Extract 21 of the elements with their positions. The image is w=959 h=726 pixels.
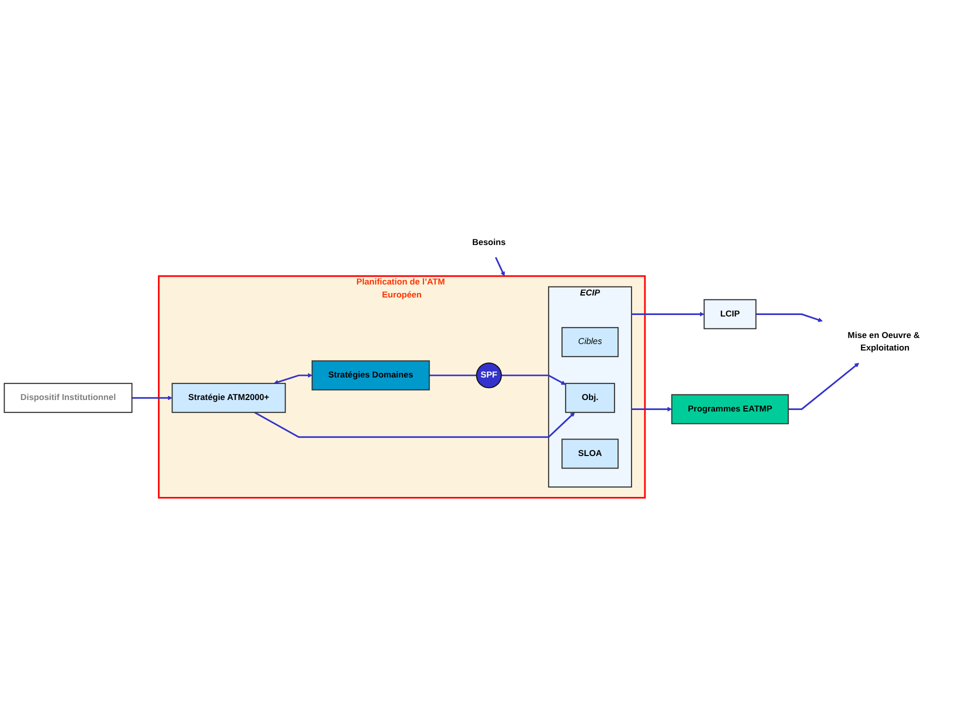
arrow xyxy=(756,313,823,322)
arrow xyxy=(274,372,312,384)
node-text: Besoins xyxy=(472,238,506,248)
node-box: LCIP xyxy=(704,299,756,330)
node-text: Mise en Oeuvre & Exploitation xyxy=(848,330,920,353)
node-box: Cibles xyxy=(561,327,619,358)
node-box: Stratégies Domaines xyxy=(312,360,430,390)
arrow xyxy=(632,312,704,316)
connector xyxy=(429,374,477,376)
arrow xyxy=(254,412,575,438)
node-box: Dispositif Institutionnel xyxy=(4,382,132,413)
arrow xyxy=(132,396,172,400)
node-circle: SPF xyxy=(476,362,502,388)
node-box: SLOA xyxy=(562,438,619,469)
node-box: Stratégie ATM2000+ xyxy=(172,382,286,413)
node-box: Programmes EATMP xyxy=(671,394,789,424)
arrow xyxy=(501,374,566,385)
node-box: Obj. xyxy=(565,382,616,413)
arrow xyxy=(788,362,860,410)
arrow xyxy=(494,256,505,276)
arrow xyxy=(632,406,672,412)
